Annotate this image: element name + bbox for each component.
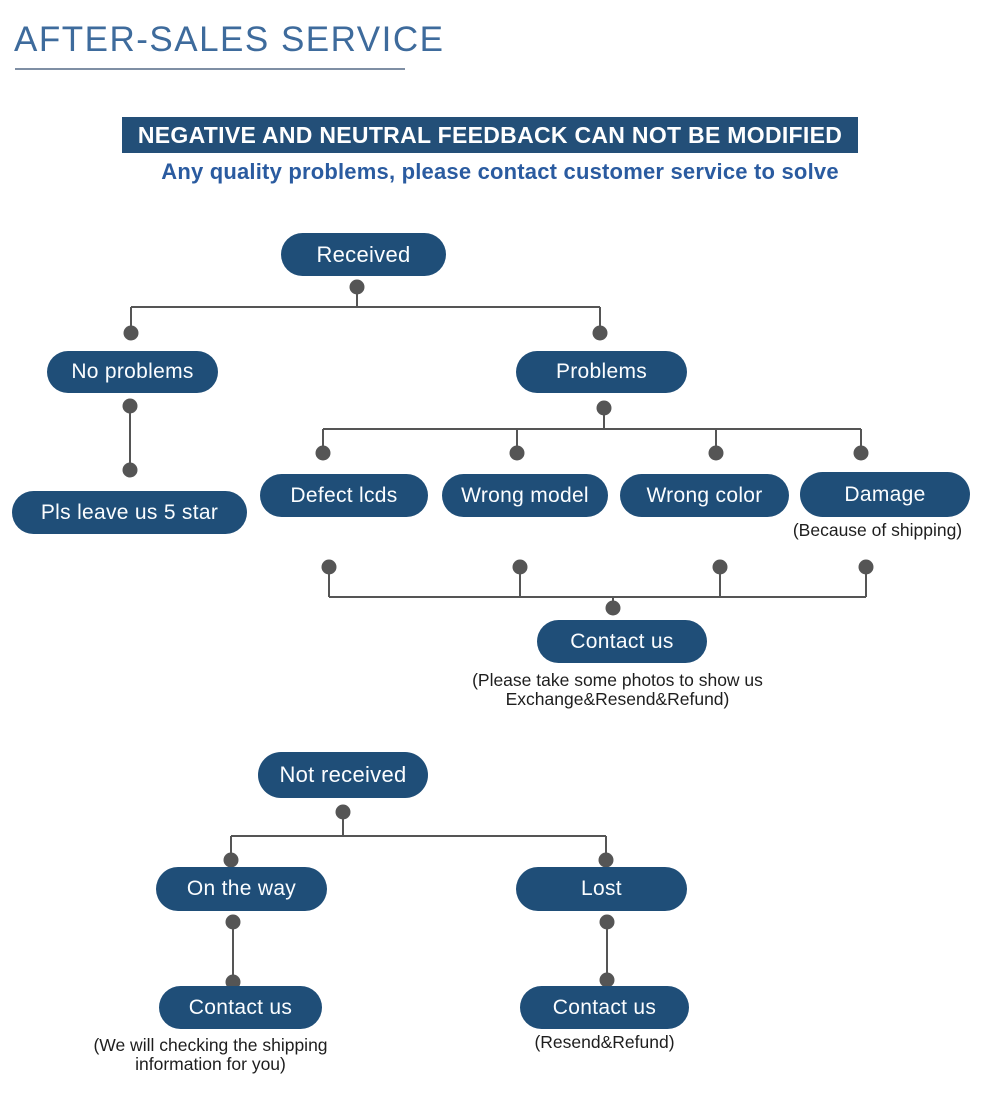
node-not-received: Not received [258,752,428,798]
note-photos-line2: Exchange&Resend&Refund) [505,689,730,709]
node-on-the-way: On the way [156,867,327,911]
note-photos-line1: (Please take some photos to show us [472,670,763,690]
quality-subtitle: Any quality problems, please contact cus… [161,159,839,184]
page-title: AFTER-SALES SERVICE [14,20,445,59]
node-problems: Problems [516,351,687,393]
node-leave-5-star: Pls leave us 5 star [12,491,247,534]
note-because-of-shipping: (Because of shipping) [792,520,963,540]
node-no-problems: No problems [47,351,218,393]
title-underline [15,68,405,70]
note-shipping-info: (We will checking the shipping informati… [83,1036,338,1074]
node-received: Received [281,233,446,276]
feedback-banner-text: NEGATIVE AND NEUTRAL FEEDBACK CAN NOT BE… [137,121,843,148]
node-defect-lcds: Defect lcds [260,474,428,517]
note-shipping-info-line2: information for you) [135,1054,286,1074]
note-photos: (Please take some photos to show us Exch… [425,671,810,709]
node-damage: Damage [800,472,970,517]
note-resend-refund: (Resend&Refund) [534,1032,675,1052]
node-wrong-color: Wrong color [620,474,789,517]
node-wrong-model: Wrong model [442,474,608,517]
node-lost: Lost [516,867,687,911]
feedback-banner: NEGATIVE AND NEUTRAL FEEDBACK CAN NOT BE… [122,117,858,153]
note-shipping-info-line1: (We will checking the shipping [93,1035,328,1055]
node-contact-us-lost: Contact us [520,986,689,1029]
node-contact-us-on-the-way: Contact us [159,986,322,1029]
node-contact-us-problems: Contact us [537,620,707,663]
